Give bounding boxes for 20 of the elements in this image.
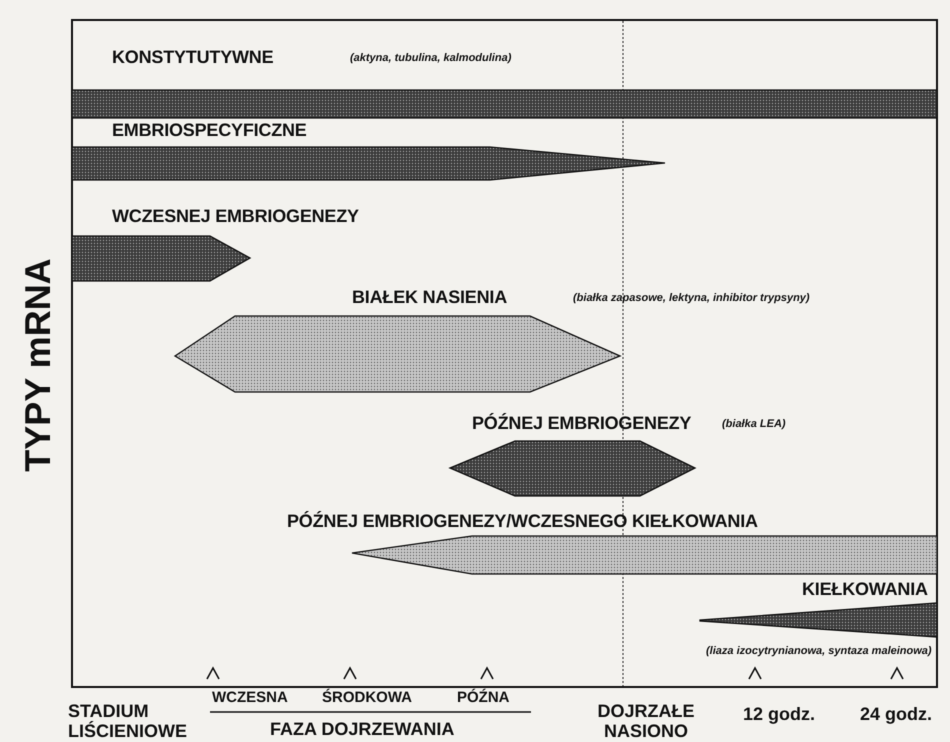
band-heading: PÓŹNEJ EMBRIOGENEZY/WCZESNEGO KIEŁKOWANIA: [287, 511, 758, 532]
axis-label: STADIUM LIŚCIENIOWE: [68, 701, 188, 741]
band-note: (aktyna, tubulina, kalmodulina): [350, 52, 512, 64]
band-heading: KIEŁKOWANIA: [802, 579, 928, 600]
band-heading: BIAŁEK NASIENIA: [352, 287, 508, 308]
band-heading: WCZESNEJ EMBRIOGENEZY: [112, 206, 359, 227]
axis-label: FAZA DOJRZEWANIA: [270, 719, 454, 739]
band-heading: PÓŹNEJ EMBRIOGENEZY: [472, 413, 692, 434]
band-heading: EMBRIOSPECYFICZNE: [112, 120, 307, 141]
band-heading: KONSTYTUTYWNE: [112, 47, 274, 68]
band-note: (białka zapasowe, lektyna, inhibitor trypsyny): [573, 292, 810, 304]
axis-label: PÓŹNA: [457, 688, 510, 708]
axis-label: WCZESNA: [212, 688, 288, 708]
axis-label: 12 godz.: [743, 704, 816, 724]
axis-label: ŚRODKOWA: [322, 688, 412, 708]
band-note: (białka LEA): [722, 418, 786, 430]
axis-label: 24 godz.: [860, 704, 932, 724]
axis-title: TYPY mRNA: [18, 258, 58, 472]
band-note: (liaza izocytrynianowa, syntaza maleinowa): [706, 645, 932, 657]
axis-label: DOJRZAŁE NASIONO: [596, 701, 696, 741]
